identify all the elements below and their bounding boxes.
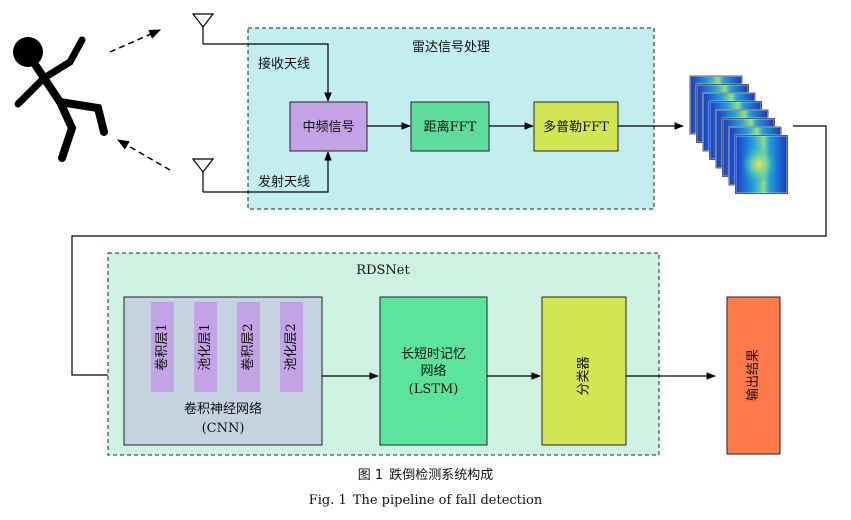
spectrogram-to-cnn-arrow: [71, 125, 827, 379]
range-fft-label: 距离FFT: [424, 119, 477, 135]
transmit-antenna-icon: [191, 158, 215, 192]
transmit-wave-arrow: [109, 29, 162, 53]
doppler-fft-label: 多普勒FFT: [543, 119, 609, 135]
lstm-abbr: (LSTM): [409, 382, 459, 397]
lstm-label-line1: 长短时记忆: [401, 346, 466, 362]
lstm-label-line2: 网络: [420, 363, 446, 379]
caption-cn-text: 跌倒检测系统构成: [389, 468, 494, 483]
figure-caption-english: Fig. 1 The pipeline of fall detection: [0, 493, 851, 508]
doppler-fft-block: [533, 101, 619, 152]
output-label: 输出结果: [745, 349, 761, 401]
if-signal-label: 中频信号: [302, 120, 354, 135]
rx-to-if-arrow: [203, 43, 332, 102]
cnn-layer-bar-3: [237, 302, 260, 392]
classifier-label: 分类器: [577, 356, 592, 395]
classifier-block: [541, 296, 627, 446]
reflect-wave-arrow: [116, 139, 171, 171]
falling-person-icon: [13, 36, 108, 162]
lstm-block: [379, 296, 488, 446]
range-fft-block: [410, 101, 490, 152]
cnn-layer-label-4: 池化层2: [284, 323, 299, 370]
cnn-layer-bar-2: [194, 302, 217, 392]
output-block: [726, 296, 781, 455]
receive-antenna-icon: [191, 13, 215, 44]
radar-processing-title: 雷达信号处理: [412, 40, 490, 55]
caption-en-text: The pipeline of fall detection: [352, 493, 543, 508]
cnn-layer-bar-4: [280, 302, 303, 392]
cnn-layer-label-1: 卷积层1: [154, 323, 170, 370]
range-doppler-map-stack: [689, 75, 789, 195]
if-signal-block: [289, 101, 368, 152]
cnn-layer-label-3: 卷积层2: [240, 323, 256, 370]
tx-to-if-arrow: [203, 151, 332, 193]
caption-cn-fig-number: 图 1: [357, 468, 384, 483]
figure-caption-chinese: 图 1 跌倒检测系统构成: [0, 464, 851, 483]
rdsnet-title: RDSNet: [356, 263, 410, 278]
cnn-abbr: (CNN): [202, 421, 245, 436]
caption-en-fig-number: Fig. 1: [308, 493, 347, 508]
cnn-layer-bar-1: [151, 302, 174, 392]
cnn-layer-label-2: 池化层1: [198, 323, 213, 370]
transmit-antenna-label: 发射天线: [258, 174, 310, 190]
receive-antenna-label: 接收天线: [258, 56, 310, 72]
cnn-label: 卷积神经网络: [184, 401, 262, 417]
spectrogram-frame-8: [734, 134, 789, 195]
